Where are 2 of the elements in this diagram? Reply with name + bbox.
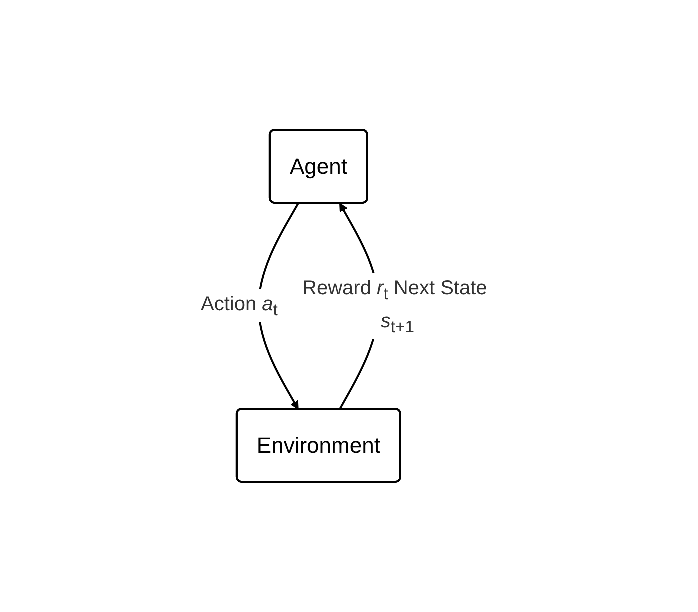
edge-label: Action a$_{t}$ <box>200 293 278 320</box>
edge-label: Reward r$_{t}$ Next State s$_{t+1}$ <box>302 277 487 336</box>
